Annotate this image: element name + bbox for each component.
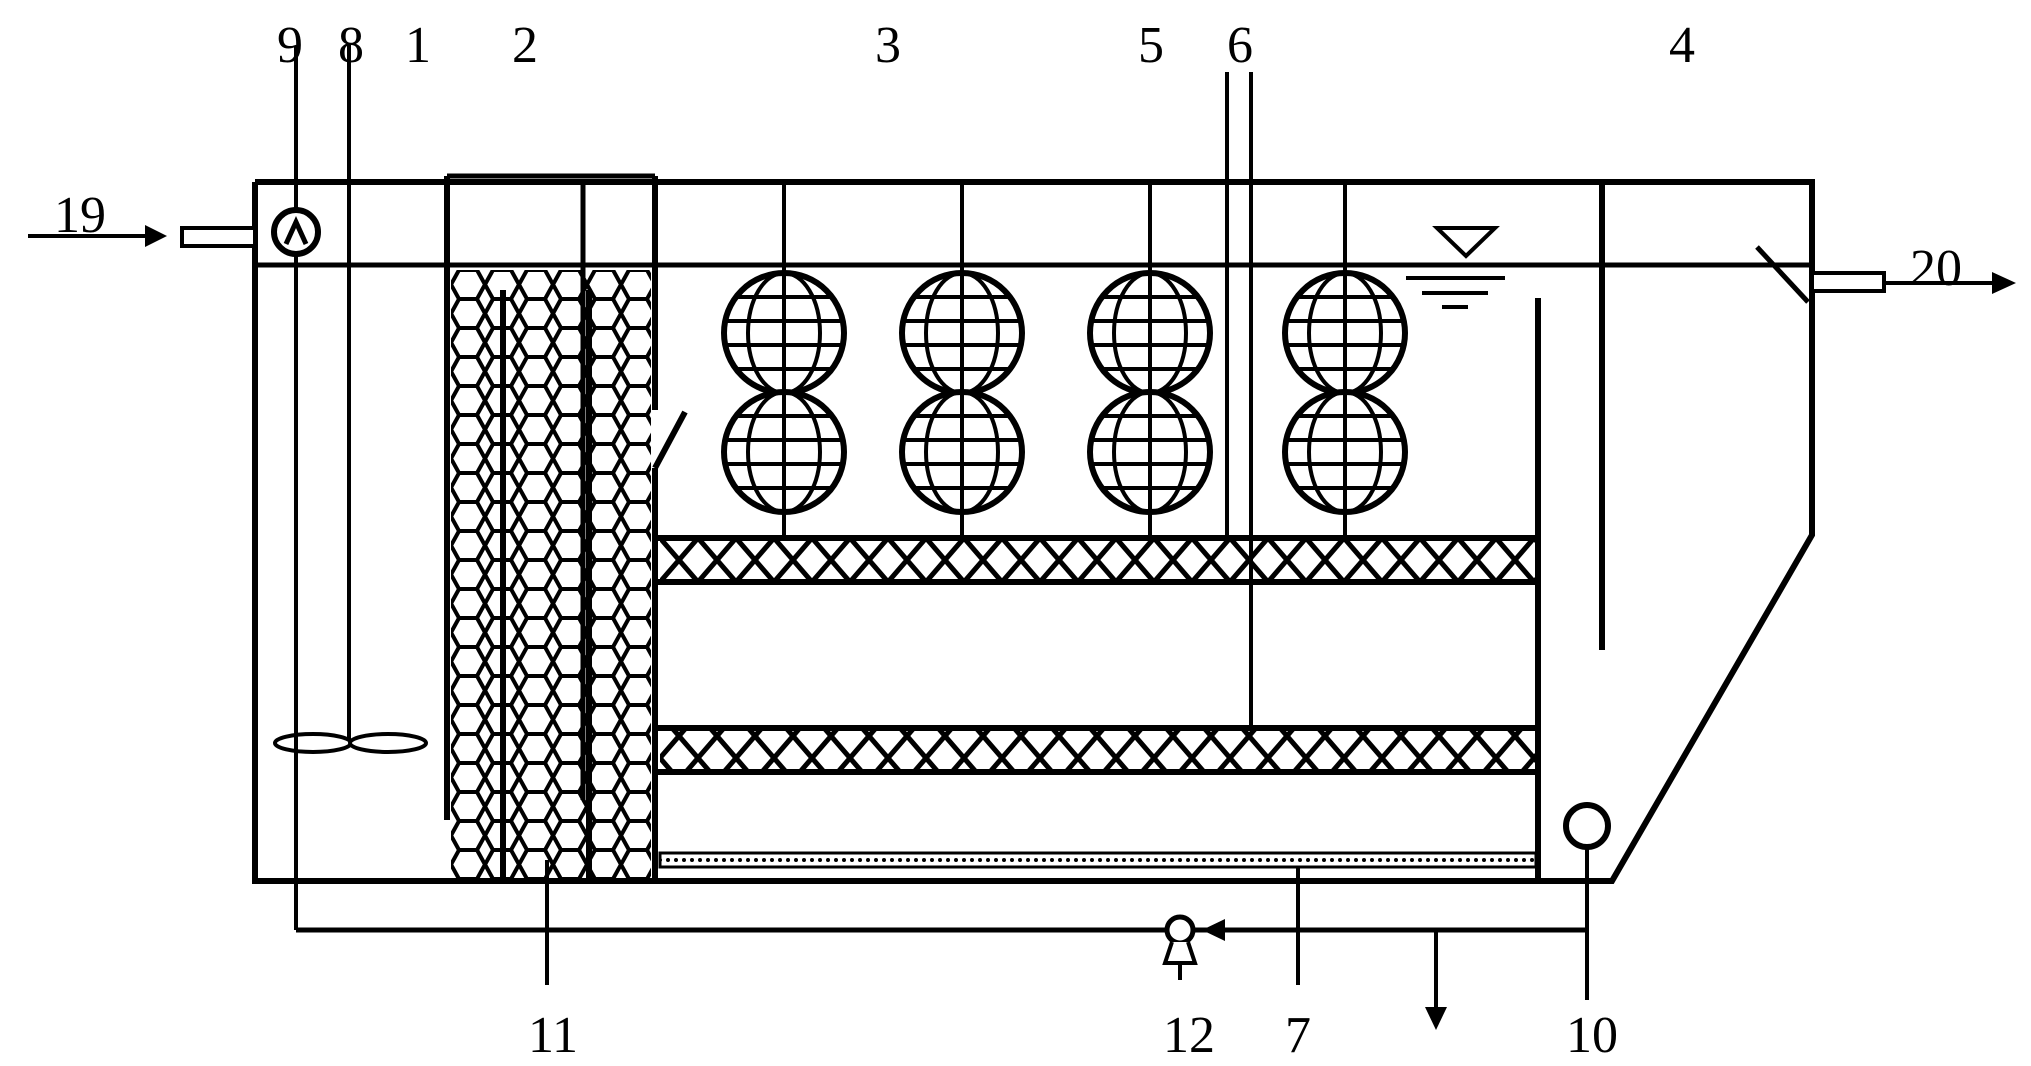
label-10: 10 [1566, 1007, 1618, 1064]
label-11: 11 [528, 1007, 578, 1064]
spherical-carrier-icon [1087, 270, 1213, 396]
spherical-carrier-icon [1087, 389, 1213, 515]
label-2: 2 [512, 17, 538, 74]
leader-lines [545, 72, 1300, 985]
water-level-symbol [1406, 226, 1505, 309]
label-5: 5 [1138, 17, 1164, 74]
aeration-strip [658, 851, 1538, 869]
inflow-pipe [28, 225, 257, 248]
spherical-carrier-icon [1282, 389, 1408, 515]
label-1: 1 [405, 17, 431, 74]
recycle-pump [1162, 914, 1198, 980]
spherical-carrier-icon [721, 389, 847, 515]
propeller-mixer [273, 43, 428, 754]
spherical-carrier-icon [1282, 270, 1408, 396]
mesh-support-lower [655, 725, 1538, 775]
label-6: 6 [1227, 17, 1253, 74]
spherical-carrier-icon [899, 389, 1025, 515]
label-7: 7 [1285, 1007, 1311, 1064]
label-20: 20 [1910, 240, 1962, 297]
label-3: 3 [875, 17, 901, 74]
inlet-distributor [271, 46, 321, 930]
label-9: 9 [277, 17, 303, 74]
label-4: 4 [1669, 17, 1695, 74]
spherical-carriers [721, 182, 1408, 538]
label-19: 19 [54, 187, 106, 244]
outflow-pipe [1755, 245, 2016, 304]
spherical-carrier-icon [721, 270, 847, 396]
spherical-carrier-icon [899, 270, 1025, 396]
sludge-outlet [1563, 802, 1611, 1000]
honeycomb-packing [451, 270, 651, 878]
label-12: 12 [1163, 1007, 1215, 1064]
labels: 9 8 1 2 3 5 6 4 19 20 11 12 7 10 [54, 17, 1962, 1064]
mesh-support-upper [655, 535, 1538, 585]
label-8: 8 [338, 17, 364, 74]
recycle-line [296, 919, 1587, 1030]
